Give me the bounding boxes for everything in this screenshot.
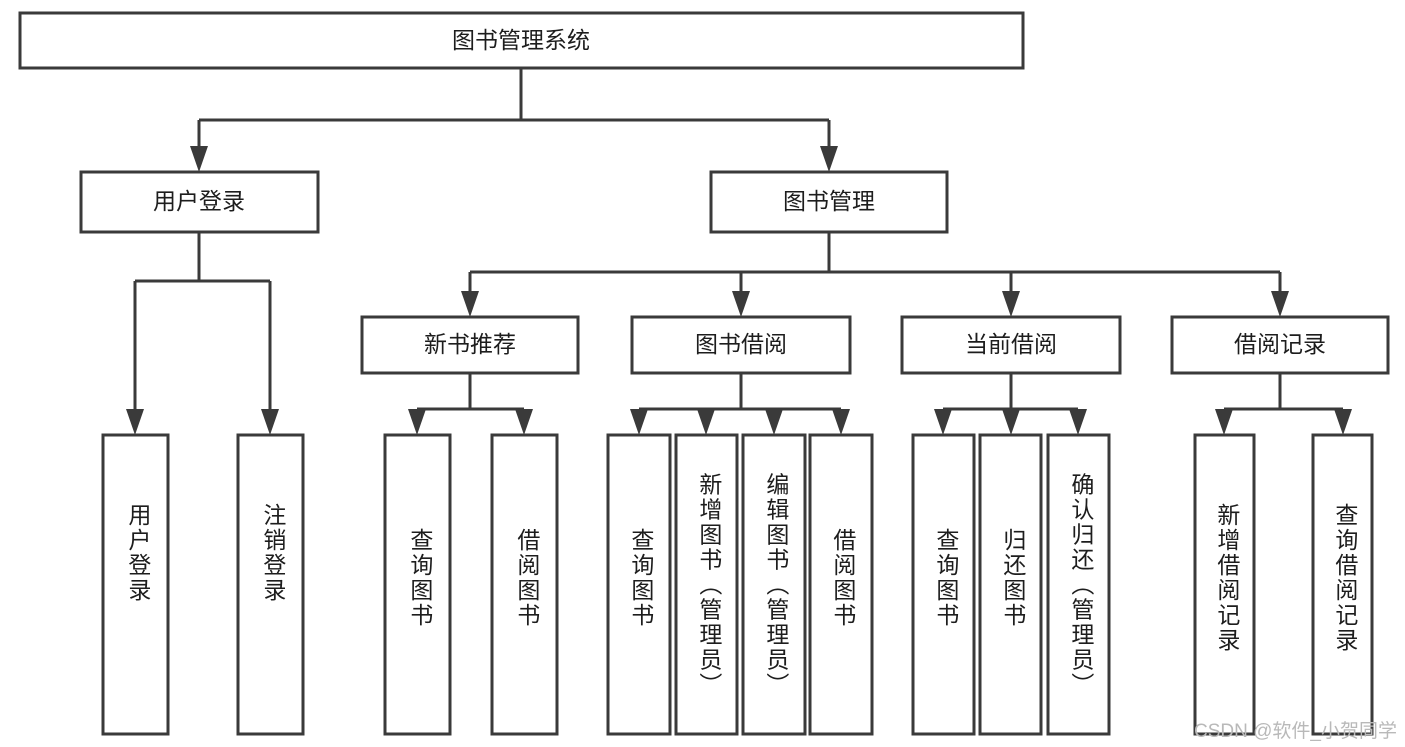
arrow-root-to-bookmgmt <box>820 146 838 172</box>
arrow-newbook-leaf-2 <box>515 409 533 435</box>
leaf-current-3-box[interactable] <box>1046 433 1111 736</box>
node-borrow-record-box[interactable] <box>1170 315 1390 375</box>
leaf-user-login-1-box[interactable] <box>101 433 170 736</box>
edge-group-record <box>1215 373 1352 435</box>
leaf-user-login-1[interactable]: 用户登录 <box>101 433 170 736</box>
node-borrow-record[interactable]: 借阅记录 <box>1170 315 1390 375</box>
arrow-record-leaf-1 <box>1215 409 1233 435</box>
leaf-borrow-1[interactable]: 查询图书 <box>606 433 672 736</box>
arrow-bookmgmt-to-newbook <box>461 291 479 317</box>
edge-group-root <box>190 68 838 172</box>
arrow-current-leaf-1 <box>934 409 952 435</box>
arrow-borrow-leaf-3 <box>765 409 783 435</box>
node-book-management-label: 图书管理 <box>783 188 875 214</box>
node-new-book-recommend[interactable]: 新书推荐 <box>360 315 580 375</box>
leaf-record-1-label: 新增借阅记录 <box>1214 503 1241 653</box>
arrow-record-leaf-2 <box>1334 409 1352 435</box>
leaf-borrow-2-label: 新增图书（管理员） <box>696 473 723 698</box>
leaf-current-2-box[interactable] <box>978 433 1043 736</box>
leaf-record-2[interactable]: 查询借阅记录 <box>1311 433 1374 736</box>
csdn-watermark: CSDN @软件_小贺同学 <box>1194 721 1397 742</box>
arrow-borrow-leaf-4 <box>832 409 850 435</box>
leaf-current-3[interactable]: 确认归还（管理员） <box>1046 433 1111 736</box>
edge-group-userlogin <box>126 232 279 435</box>
arrow-root-to-userlogin <box>190 146 208 172</box>
node-book-borrow-box[interactable] <box>630 315 852 375</box>
node-book-management[interactable]: 图书管理 <box>709 170 949 234</box>
arrow-userlogin-leaf-2 <box>261 409 279 435</box>
leaf-borrow-4[interactable]: 借阅图书 <box>808 433 874 736</box>
leaf-record-2-box[interactable] <box>1311 433 1374 736</box>
leaf-borrow-1-label: 查询图书 <box>628 528 655 628</box>
leaf-new-book-2[interactable]: 借阅图书 <box>490 433 559 736</box>
leaf-record-1[interactable]: 新增借阅记录 <box>1193 433 1256 736</box>
arrow-borrow-leaf-1 <box>630 409 648 435</box>
leaf-user-login-2[interactable]: 注销登录 <box>236 433 305 736</box>
leaf-borrow-2[interactable]: 新增图书（管理员） <box>674 433 739 736</box>
node-user-login[interactable]: 用户登录 <box>79 170 320 234</box>
node-current-borrow[interactable]: 当前借阅 <box>900 315 1122 375</box>
node-root[interactable]: 图书管理系统 <box>18 11 1025 70</box>
leaf-user-login-1-label: 用户登录 <box>125 503 152 603</box>
leaf-borrow-3-box[interactable] <box>741 433 807 736</box>
leaf-current-2-label: 归还图书 <box>1000 528 1027 628</box>
edge-group-current <box>934 373 1087 435</box>
leaf-new-book-2-label: 借阅图书 <box>514 528 541 628</box>
arrow-bookmgmt-to-record <box>1271 291 1289 317</box>
node-root-box[interactable] <box>18 11 1025 70</box>
node-new-book-recommend-label: 新书推荐 <box>424 331 516 357</box>
arrow-bookmgmt-to-current <box>1002 291 1020 317</box>
edge-group-bookmgmt <box>461 232 1289 317</box>
edge-group-borrow <box>630 373 850 435</box>
leaf-new-book-1-box[interactable] <box>383 433 452 736</box>
leaf-new-book-1-label: 查询图书 <box>407 528 434 628</box>
arrow-current-leaf-2 <box>1002 409 1020 435</box>
edge-group-newbook <box>408 373 533 435</box>
node-book-borrow[interactable]: 图书借阅 <box>630 315 852 375</box>
node-current-borrow-box[interactable] <box>900 315 1122 375</box>
node-new-book-recommend-box[interactable] <box>360 315 580 375</box>
node-borrow-record-label: 借阅记录 <box>1234 331 1326 357</box>
node-user-login-box[interactable] <box>79 170 320 234</box>
leaf-record-2-label: 查询借阅记录 <box>1332 503 1359 653</box>
node-user-login-label: 用户登录 <box>153 188 245 214</box>
leaf-borrow-2-box[interactable] <box>674 433 739 736</box>
leaf-borrow-3[interactable]: 编辑图书（管理员） <box>741 433 807 736</box>
leaf-new-book-1[interactable]: 查询图书 <box>383 433 452 736</box>
leaf-borrow-3-label: 编辑图书（管理员） <box>763 473 790 698</box>
leaf-borrow-4-label: 借阅图书 <box>830 528 857 628</box>
leaf-new-book-2-box[interactable] <box>490 433 559 736</box>
leaf-user-login-2-label: 注销登录 <box>260 503 287 603</box>
leaf-current-3-label: 确认归还（管理员） <box>1068 473 1095 698</box>
arrow-current-leaf-3 <box>1069 409 1087 435</box>
arrow-borrow-leaf-2 <box>697 409 715 435</box>
node-current-borrow-label: 当前借阅 <box>965 331 1057 357</box>
leaf-current-1-label: 查询图书 <box>933 528 960 628</box>
leaf-user-login-2-box[interactable] <box>236 433 305 736</box>
node-root-label: 图书管理系统 <box>452 27 590 53</box>
arrow-userlogin-leaf-1 <box>126 409 144 435</box>
leaf-record-1-box[interactable] <box>1193 433 1256 736</box>
leaf-borrow-4-box[interactable] <box>808 433 874 736</box>
leaf-current-1[interactable]: 查询图书 <box>911 433 976 736</box>
node-book-management-box[interactable] <box>709 170 949 234</box>
leaf-current-2[interactable]: 归还图书 <box>978 433 1043 736</box>
node-book-borrow-label: 图书借阅 <box>695 331 787 357</box>
arrow-newbook-leaf-1 <box>408 409 426 435</box>
leaf-borrow-1-box[interactable] <box>606 433 672 736</box>
leaf-current-1-box[interactable] <box>911 433 976 736</box>
arrow-bookmgmt-to-borrow <box>732 291 750 317</box>
